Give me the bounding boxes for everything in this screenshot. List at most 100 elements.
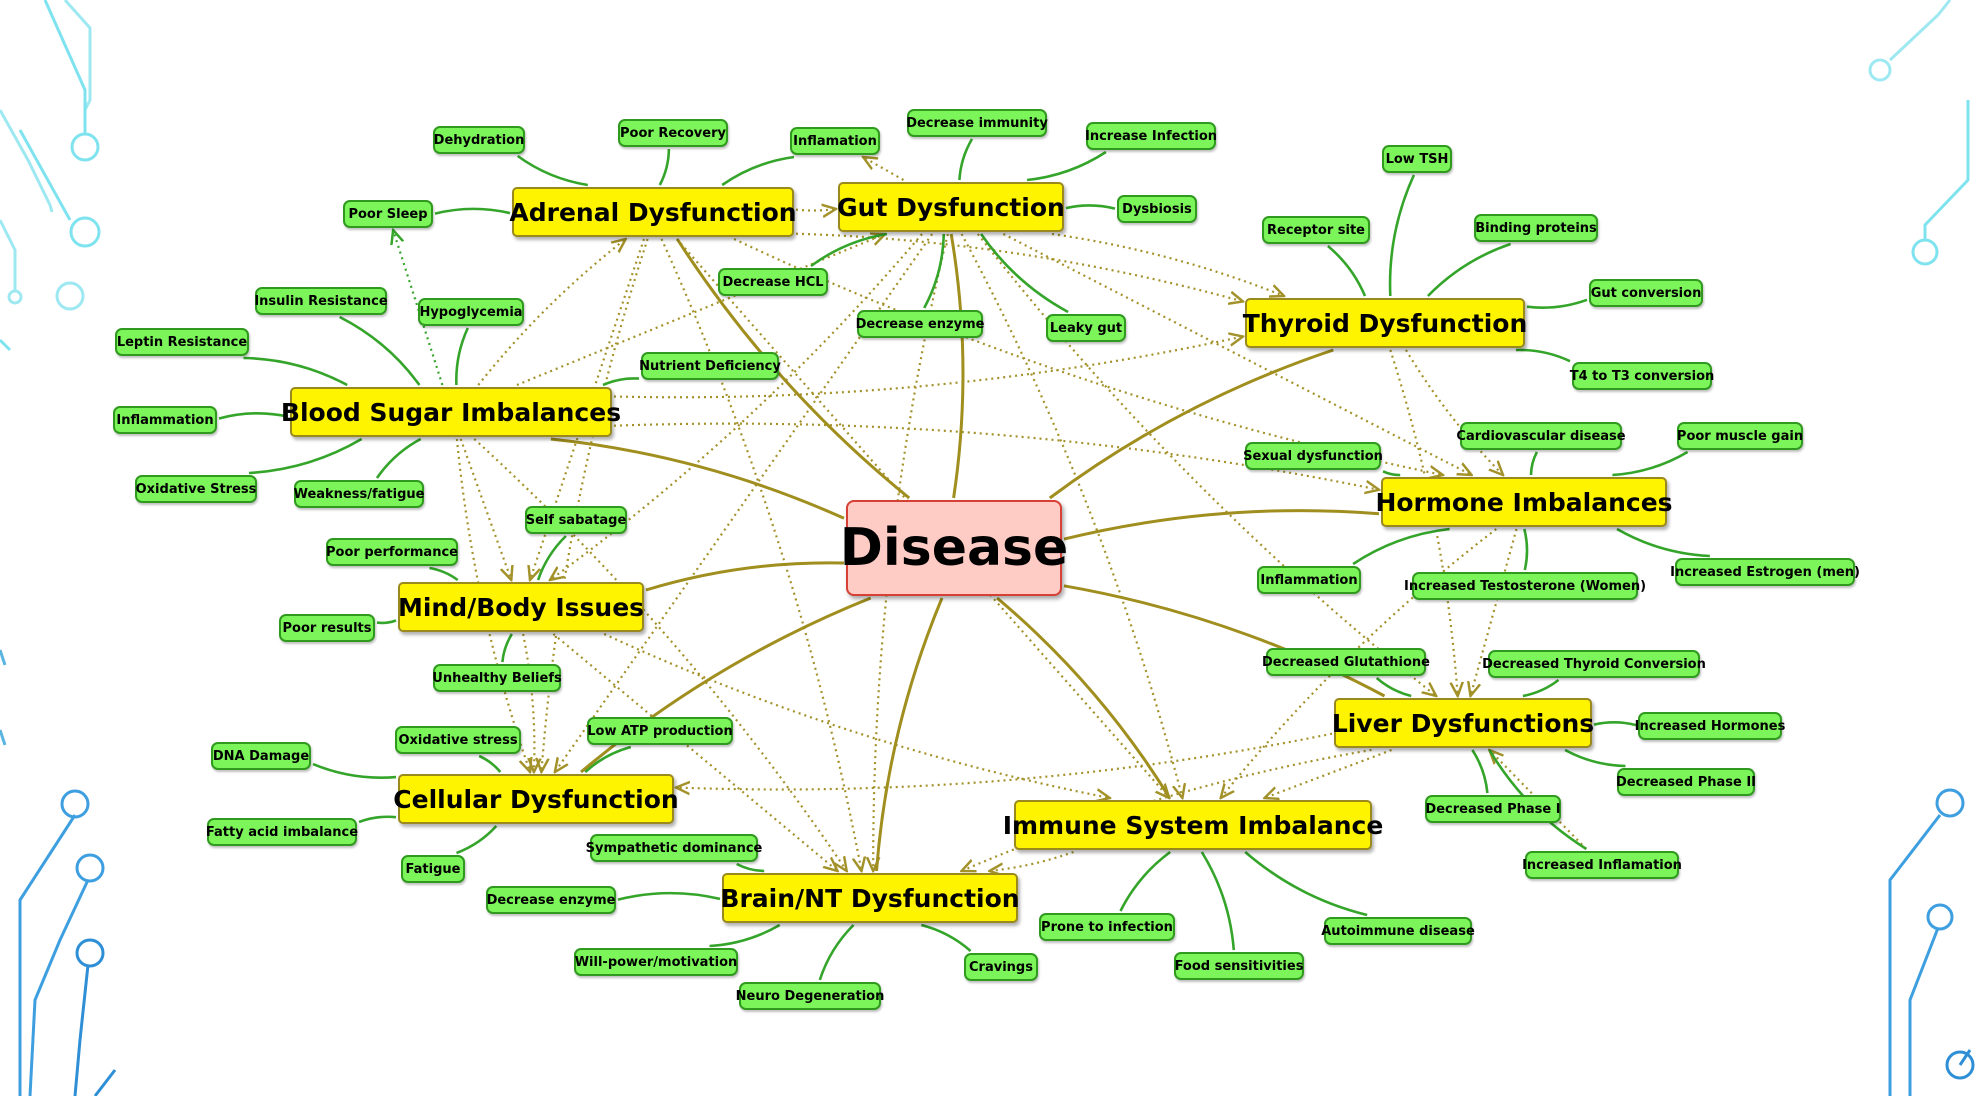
symptom-link <box>218 412 289 420</box>
circuit-node <box>75 853 105 883</box>
symptom-node[interactable]: Decreased Phase I <box>1425 795 1561 823</box>
cross-link <box>552 633 837 871</box>
symptom-node[interactable]: Prone to infection <box>1039 913 1175 941</box>
circuit-trace <box>1958 1049 1972 1066</box>
symptom-node[interactable]: Increased Hormones <box>1635 712 1785 740</box>
category-node-mind-body[interactable]: Mind/Body Issues <box>398 582 644 632</box>
circuit-node <box>55 281 85 311</box>
symptom-link <box>1523 528 1529 571</box>
symptom-link <box>658 148 671 186</box>
cross-link <box>795 209 836 211</box>
cross-link <box>660 238 862 871</box>
category-node-brain[interactable]: Brain/NT Dysfunction <box>720 873 1020 923</box>
symptom-node[interactable]: Inflamation <box>790 127 880 155</box>
symptom-node[interactable]: Increased Testosterone (Women) <box>1404 572 1646 600</box>
cross-link <box>477 239 625 386</box>
symptom-node[interactable]: Oxidative stress <box>395 726 521 754</box>
symptom-node[interactable]: Decreased Phase II <box>1616 768 1756 796</box>
category-node-blood-sugar[interactable]: Blood Sugar Imbalances <box>281 387 621 437</box>
symptom-node[interactable]: Self sabatage <box>525 506 627 534</box>
category-node-thyroid[interactable]: Thyroid Dysfunction <box>1243 298 1527 348</box>
cross-link <box>541 238 649 772</box>
symptom-node[interactable]: Fatigue <box>401 855 465 883</box>
symptom-node[interactable]: Gut conversion <box>1589 279 1703 307</box>
category-node-cellular[interactable]: Cellular Dysfunction <box>393 774 679 824</box>
symptom-node[interactable]: Oxidative Stress <box>135 475 257 503</box>
symptom-node[interactable]: Low TSH <box>1382 145 1452 173</box>
category-node-adrenal[interactable]: Adrenal Dysfunction <box>509 187 797 237</box>
cross-link <box>795 232 1243 302</box>
symptom-node[interactable]: Sexual dysfunction <box>1243 442 1383 470</box>
circuit-trace <box>73 964 90 1096</box>
symptom-node[interactable]: Inflammation <box>113 406 217 434</box>
symptom-node[interactable]: Nutrient Deficiency <box>639 352 781 380</box>
symptom-link <box>1522 678 1560 698</box>
symptom-node[interactable]: Poor results <box>279 614 375 642</box>
cross-link <box>522 633 534 772</box>
cross-link <box>459 438 512 580</box>
cross-link <box>516 234 885 387</box>
symptom-link <box>818 924 855 981</box>
symptom-node[interactable]: DNA Damage <box>211 742 311 770</box>
cross-link <box>613 422 1379 490</box>
center-node-disease[interactable]: Disease <box>840 500 1068 596</box>
symptom-node[interactable]: Weakness/fatigue <box>294 480 424 508</box>
symptom-link <box>248 437 363 475</box>
symptom-node[interactable]: Decreased Glutathione <box>1262 648 1430 676</box>
symptom-link <box>1616 527 1710 558</box>
symptom-node[interactable]: T4 to T3 conversion <box>1570 362 1714 390</box>
category-link <box>675 238 911 500</box>
circuit-node <box>70 132 100 162</box>
symptom-node[interactable]: Will-power/motivation <box>574 948 738 976</box>
symptom-node[interactable]: Decrease HCL <box>718 268 828 296</box>
symptom-node[interactable]: Cardiovascular disease <box>1456 422 1626 450</box>
symptom-node[interactable]: Decreased Thyroid Conversion <box>1482 650 1706 678</box>
symptom-node[interactable]: Dysbiosis <box>1117 195 1197 223</box>
category-link <box>949 233 965 499</box>
symptom-node[interactable]: Increased Inflamation <box>1522 851 1682 879</box>
symptom-link <box>478 754 502 773</box>
symptom-node[interactable]: Receptor site <box>1262 216 1370 244</box>
cross-link <box>603 633 1110 798</box>
symptom-link <box>1375 677 1412 698</box>
symptom-node[interactable]: Sympathetic dominance <box>586 834 762 862</box>
symptom-node[interactable]: Neuro Degeneration <box>736 982 884 1010</box>
symptom-link <box>584 745 632 773</box>
symptom-node[interactable]: Fatty acid imbalance <box>206 818 358 846</box>
symptom-node[interactable]: Binding proteins <box>1474 214 1598 242</box>
category-node-gut[interactable]: Gut Dysfunction <box>837 182 1065 232</box>
symptom-node[interactable]: Increase Infection <box>1085 122 1217 150</box>
symptom-node[interactable]: Unhealthy Beliefs <box>432 664 562 692</box>
cross-link <box>1051 232 1284 296</box>
symptom-node[interactable]: Poor Recovery <box>618 119 728 147</box>
circuit-trace <box>28 879 90 1096</box>
symptom-node[interactable]: Leptin Resistance <box>115 328 249 356</box>
cross-link <box>550 233 923 580</box>
symptom-link <box>980 233 1069 314</box>
symptom-link <box>1352 527 1450 566</box>
symptom-node[interactable]: Decrease enzyme <box>486 886 616 914</box>
symptom-node[interactable]: Poor muscle gain <box>1677 422 1803 450</box>
symptom-node[interactable]: Decrease immunity <box>906 109 1048 137</box>
symptom-node[interactable]: Inflammation <box>1257 566 1361 594</box>
symptom-node[interactable]: Autoimmune disease <box>1321 917 1475 945</box>
symptom-node[interactable]: Poor Sleep <box>343 200 433 228</box>
symptom-node[interactable]: Food sensitivities <box>1174 952 1304 980</box>
category-node-liver[interactable]: Liver Dysfunctions <box>1332 698 1594 748</box>
symptom-node[interactable]: Dehydration <box>433 126 525 154</box>
symptom-node[interactable]: Increased Estrogen (men) <box>1670 558 1860 586</box>
category-link <box>1063 509 1380 541</box>
symptom-node[interactable]: Decrease enzyme <box>856 310 984 338</box>
circuit-node <box>1868 58 1892 82</box>
category-node-hormone[interactable]: Hormone Imbalances <box>1375 477 1673 527</box>
symptom-node[interactable]: Cravings <box>964 953 1038 981</box>
symptom-node[interactable]: Hypoglycemia <box>418 298 524 326</box>
circuit-node <box>1945 1050 1975 1080</box>
category-node-immune[interactable]: Immune System Imbalance <box>1003 800 1383 850</box>
symptom-node[interactable]: Poor performance <box>326 538 458 566</box>
symptom-node[interactable]: Leaky gut <box>1046 314 1126 342</box>
symptom-link <box>920 923 972 952</box>
symptom-node[interactable]: Insulin Resistance <box>254 287 388 315</box>
symptom-node[interactable]: Low ATP production <box>587 717 733 745</box>
